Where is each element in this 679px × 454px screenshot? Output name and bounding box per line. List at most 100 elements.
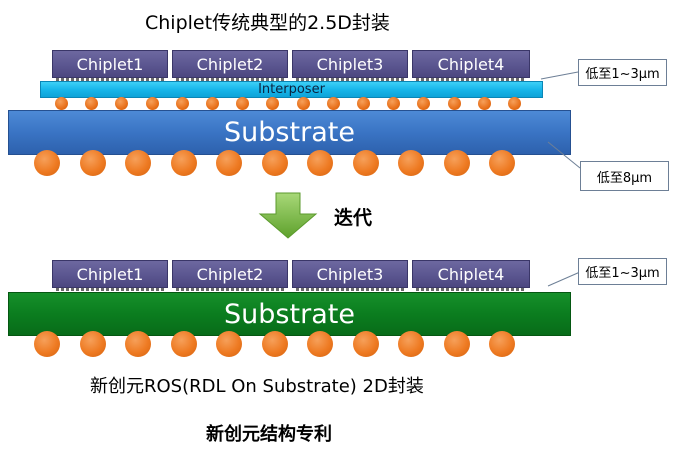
solder-ball — [79, 331, 106, 357]
microbump — [146, 78, 149, 81]
solder-ball — [125, 150, 151, 176]
solder-ball — [398, 150, 424, 176]
microbump — [306, 288, 309, 291]
microbump — [236, 78, 239, 81]
microbump — [146, 288, 149, 291]
microbump — [181, 78, 184, 81]
microbump — [341, 288, 344, 291]
microbump — [251, 78, 254, 81]
microbump — [191, 78, 194, 81]
microbump — [506, 78, 509, 81]
bottom-chiplet-4: Chiplet4 — [412, 260, 530, 288]
microbump — [331, 288, 334, 291]
solder-ball — [34, 331, 60, 357]
microbump — [131, 288, 134, 291]
microbump — [221, 78, 224, 81]
microbump — [391, 288, 394, 291]
microbump — [301, 288, 304, 291]
microbump — [511, 288, 514, 291]
top-chiplet-2: Chiplet2 — [172, 50, 288, 78]
microbump — [201, 78, 204, 81]
microbump — [296, 288, 299, 291]
microbump — [371, 78, 374, 81]
microbump — [436, 288, 439, 291]
microbump — [361, 288, 364, 291]
microbump — [311, 288, 314, 291]
microbump — [201, 288, 204, 291]
microbump — [246, 78, 249, 81]
microbump — [66, 288, 69, 291]
microbump — [461, 78, 464, 81]
microbump — [66, 78, 69, 81]
top-substrate: Substrate — [8, 110, 571, 155]
microbump — [226, 288, 229, 291]
microbump — [446, 288, 449, 291]
microbump — [156, 78, 159, 81]
microbump — [491, 78, 494, 81]
microbump — [521, 78, 524, 81]
interposer-bump — [387, 97, 401, 110]
microbump — [391, 78, 394, 81]
microbump — [161, 288, 164, 291]
callout-line-interposer — [540, 71, 579, 80]
microbump — [126, 288, 129, 291]
microbump — [91, 288, 94, 291]
interposer-bump — [417, 97, 431, 110]
microbump — [221, 288, 224, 291]
microbump — [76, 78, 79, 81]
microbump — [141, 78, 144, 81]
microbump — [346, 288, 349, 291]
microbump — [346, 78, 349, 81]
solder-ball — [443, 150, 470, 176]
microbump — [421, 288, 424, 291]
microbump — [381, 78, 384, 81]
microbump — [106, 78, 109, 81]
microbump — [116, 288, 119, 291]
microbump — [336, 78, 339, 81]
interposer-bump — [477, 97, 491, 110]
microbump — [246, 288, 249, 291]
microbump — [366, 78, 369, 81]
microbump — [396, 78, 399, 81]
solder-ball — [398, 331, 424, 357]
microbump — [121, 78, 124, 81]
microbump — [331, 78, 334, 81]
bottom-caption: 新创元ROS(RDL On Substrate) 2D封装 — [90, 376, 424, 397]
microbump — [416, 78, 419, 81]
microbump — [196, 288, 199, 291]
microbump — [91, 78, 94, 81]
microbump — [56, 288, 59, 291]
microbump — [456, 78, 459, 81]
microbump — [366, 288, 369, 291]
microbump — [486, 78, 489, 81]
microbump — [321, 78, 324, 81]
microbump — [436, 78, 439, 81]
microbump — [466, 78, 469, 81]
microbump — [456, 288, 459, 291]
microbump — [301, 78, 304, 81]
solder-ball — [79, 150, 106, 176]
microbump — [151, 78, 154, 81]
microbump — [356, 78, 359, 81]
microbump — [191, 288, 194, 291]
microbump — [371, 288, 374, 291]
top-title: Chiplet传统典型的2.5D封装 — [145, 12, 390, 34]
microbump — [496, 78, 499, 81]
microbump — [401, 78, 404, 81]
microbump — [186, 288, 189, 291]
microbump — [471, 288, 474, 291]
solder-ball — [352, 150, 379, 176]
microbump — [426, 288, 429, 291]
solder-ball — [307, 150, 333, 176]
microbump — [216, 288, 219, 291]
microbump — [351, 78, 354, 81]
microbump — [241, 78, 244, 81]
microbump — [381, 288, 384, 291]
interposer-bump — [447, 97, 461, 110]
microbump — [401, 288, 404, 291]
microbump — [476, 78, 479, 81]
callout-line-substrate — [547, 141, 581, 169]
microbump — [451, 78, 454, 81]
microbump — [501, 78, 504, 81]
